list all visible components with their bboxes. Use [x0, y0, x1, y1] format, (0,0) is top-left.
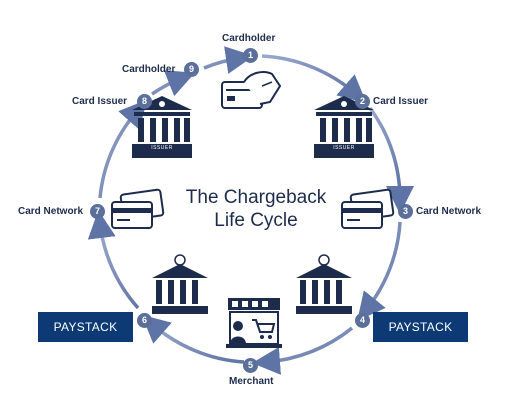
- arc-8-9: [151, 70, 196, 97]
- step-8-label: Card Issuer: [72, 96, 128, 107]
- bank-icon-lower-left: [152, 254, 208, 314]
- paystack-box-left: PAYSTACK: [38, 312, 133, 342]
- step-7-badge: 7: [90, 204, 105, 219]
- step-7-label: Card Network: [18, 206, 84, 217]
- step-3-badge: 3: [398, 204, 413, 219]
- arc-7-8: [98, 99, 148, 199]
- arc-3-4: [357, 221, 402, 321]
- title-line-1: The Chargeback: [185, 187, 327, 208]
- step-3-label: Card Network: [416, 206, 482, 217]
- step-5-badge: 5: [243, 358, 258, 373]
- title-line-2: Life Cycle: [214, 210, 298, 231]
- step-1-badge: 1: [243, 48, 258, 63]
- arc-1-2: [261, 54, 367, 104]
- hand-card-icon: [221, 71, 282, 109]
- card-network-icon-right: [341, 188, 395, 229]
- step-4-badge: 4: [355, 313, 370, 328]
- arc-6-7: [87, 210, 140, 310]
- arc-4-5: [252, 326, 354, 375]
- step-9-badge: 9: [184, 62, 199, 77]
- card-network-icon-left: [111, 188, 165, 229]
- bank-icon-lower-right: [296, 254, 352, 314]
- arc-2-3: [368, 106, 415, 214]
- arc-9-1: [203, 46, 254, 74]
- bank-sign-right: ISSUER: [333, 145, 355, 151]
- step-2-badge: 2: [355, 94, 370, 109]
- step-5-label: Merchant: [229, 376, 274, 387]
- step-1-label: Cardholder: [222, 33, 276, 44]
- step-9-label: Cardholder: [122, 64, 176, 75]
- diagram-title: The Chargeback Life Cycle: [150, 186, 362, 232]
- step-6-badge: 6: [137, 313, 152, 328]
- step-2-label: Card Issuer: [373, 96, 429, 107]
- step-8-badge: 8: [137, 94, 152, 109]
- arc-5-6: [141, 314, 245, 364]
- merchant-store-icon: [226, 298, 282, 348]
- paystack-box-right: PAYSTACK: [373, 312, 468, 342]
- bank-sign-left: ISSUER: [151, 145, 173, 151]
